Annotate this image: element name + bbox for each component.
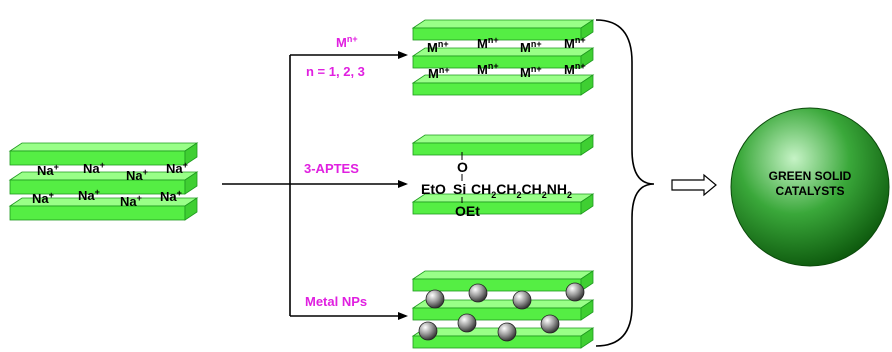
clay-layer-side xyxy=(580,327,594,349)
arrow-head xyxy=(398,51,408,59)
product-metal-ion-clay xyxy=(411,19,595,96)
clay-layer-front xyxy=(9,205,186,221)
na-ion: Na+ xyxy=(78,187,100,203)
clay-layer-side xyxy=(580,134,594,156)
clay-layer-side xyxy=(184,171,198,195)
clay-layer-side xyxy=(184,142,198,166)
na-ion: Na+ xyxy=(166,160,188,176)
aptes-structure: O EtO Si CH2CH2CH2NH2 OEt xyxy=(421,152,572,219)
nanoparticle xyxy=(497,322,517,342)
clay-layer-side xyxy=(580,19,594,41)
clay-layer-front xyxy=(412,335,582,349)
metal-ion: Mn+ xyxy=(477,61,499,77)
clay-layer-side xyxy=(580,47,594,69)
route-label-metal-nps: Metal NPs xyxy=(305,294,367,309)
green-catalyst-sphere xyxy=(730,107,890,267)
branch-arrows xyxy=(222,54,406,317)
metal-ion: Mn+ xyxy=(477,35,499,51)
result-line-1: GREEN SOLID xyxy=(769,169,852,183)
eto-label: EtO xyxy=(421,181,446,197)
si-label: Si xyxy=(453,181,466,197)
product-nps-clay xyxy=(411,270,595,349)
metal-ion: Mn+ xyxy=(427,39,449,55)
metal-ion: Mn+ xyxy=(520,64,542,80)
route-label-aptes: 3-APTES xyxy=(304,161,359,176)
clay-layer-front xyxy=(412,201,582,215)
product-aptes-clay xyxy=(411,134,595,215)
na-ion: Na+ xyxy=(120,193,142,209)
nanoparticle xyxy=(457,313,477,333)
start-ions: Na+ Na+ Na+ Na+ Na+ Na+ Na+ Na+ xyxy=(32,160,188,209)
clay-layer-top xyxy=(411,19,595,29)
oxygen-label: O xyxy=(457,159,468,175)
clay-layer-top xyxy=(8,142,199,152)
nanoparticle xyxy=(540,314,560,334)
metal-ion: Mn+ xyxy=(520,39,542,55)
nanoparticle xyxy=(418,321,438,341)
na-ion: Na+ xyxy=(83,160,105,176)
route-label-n-values: n = 1, 2, 3 xyxy=(306,64,365,79)
route-label-metal-ion: Mn+ xyxy=(336,34,358,50)
oet-label: OEt xyxy=(455,203,480,219)
na-ion: Na+ xyxy=(160,188,182,204)
clay-layer-side xyxy=(184,197,198,221)
grouping-brace xyxy=(595,19,655,347)
clay-layer-front xyxy=(412,82,582,96)
result-arrow xyxy=(671,173,717,197)
nanoparticle xyxy=(565,282,585,302)
propylamine-chain: CH2CH2CH2NH2 xyxy=(471,181,572,200)
nanoparticle xyxy=(425,289,445,309)
na-ion: Na+ xyxy=(37,162,59,178)
clay-layer-front xyxy=(412,278,582,292)
arrow-heads xyxy=(398,51,408,320)
arrow-head xyxy=(398,312,408,320)
clay-layer-top xyxy=(411,270,595,280)
clay-layer-side xyxy=(580,74,594,96)
metal-ion: Mn+ xyxy=(564,35,586,51)
metal-ion: Mn+ xyxy=(428,65,450,81)
clay-layer-top xyxy=(411,134,595,144)
clay-layer-side xyxy=(580,299,594,321)
clay-layer-side xyxy=(580,193,594,215)
nanoparticles xyxy=(418,282,585,342)
metal-ions: Mn+ Mn+ Mn+ Mn+ Mn+ Mn+ Mn+ Mn+ xyxy=(427,35,586,81)
nanoparticle xyxy=(468,283,488,303)
na-ion: Na+ xyxy=(126,167,148,183)
start-clay xyxy=(8,142,199,221)
na-ion: Na+ xyxy=(32,190,54,206)
result-line-2: CATALYSTS xyxy=(775,184,844,198)
nanoparticle xyxy=(512,290,532,310)
arrow-head xyxy=(398,180,408,188)
clay-layer-front xyxy=(412,142,582,156)
metal-ion: Mn+ xyxy=(564,61,586,77)
